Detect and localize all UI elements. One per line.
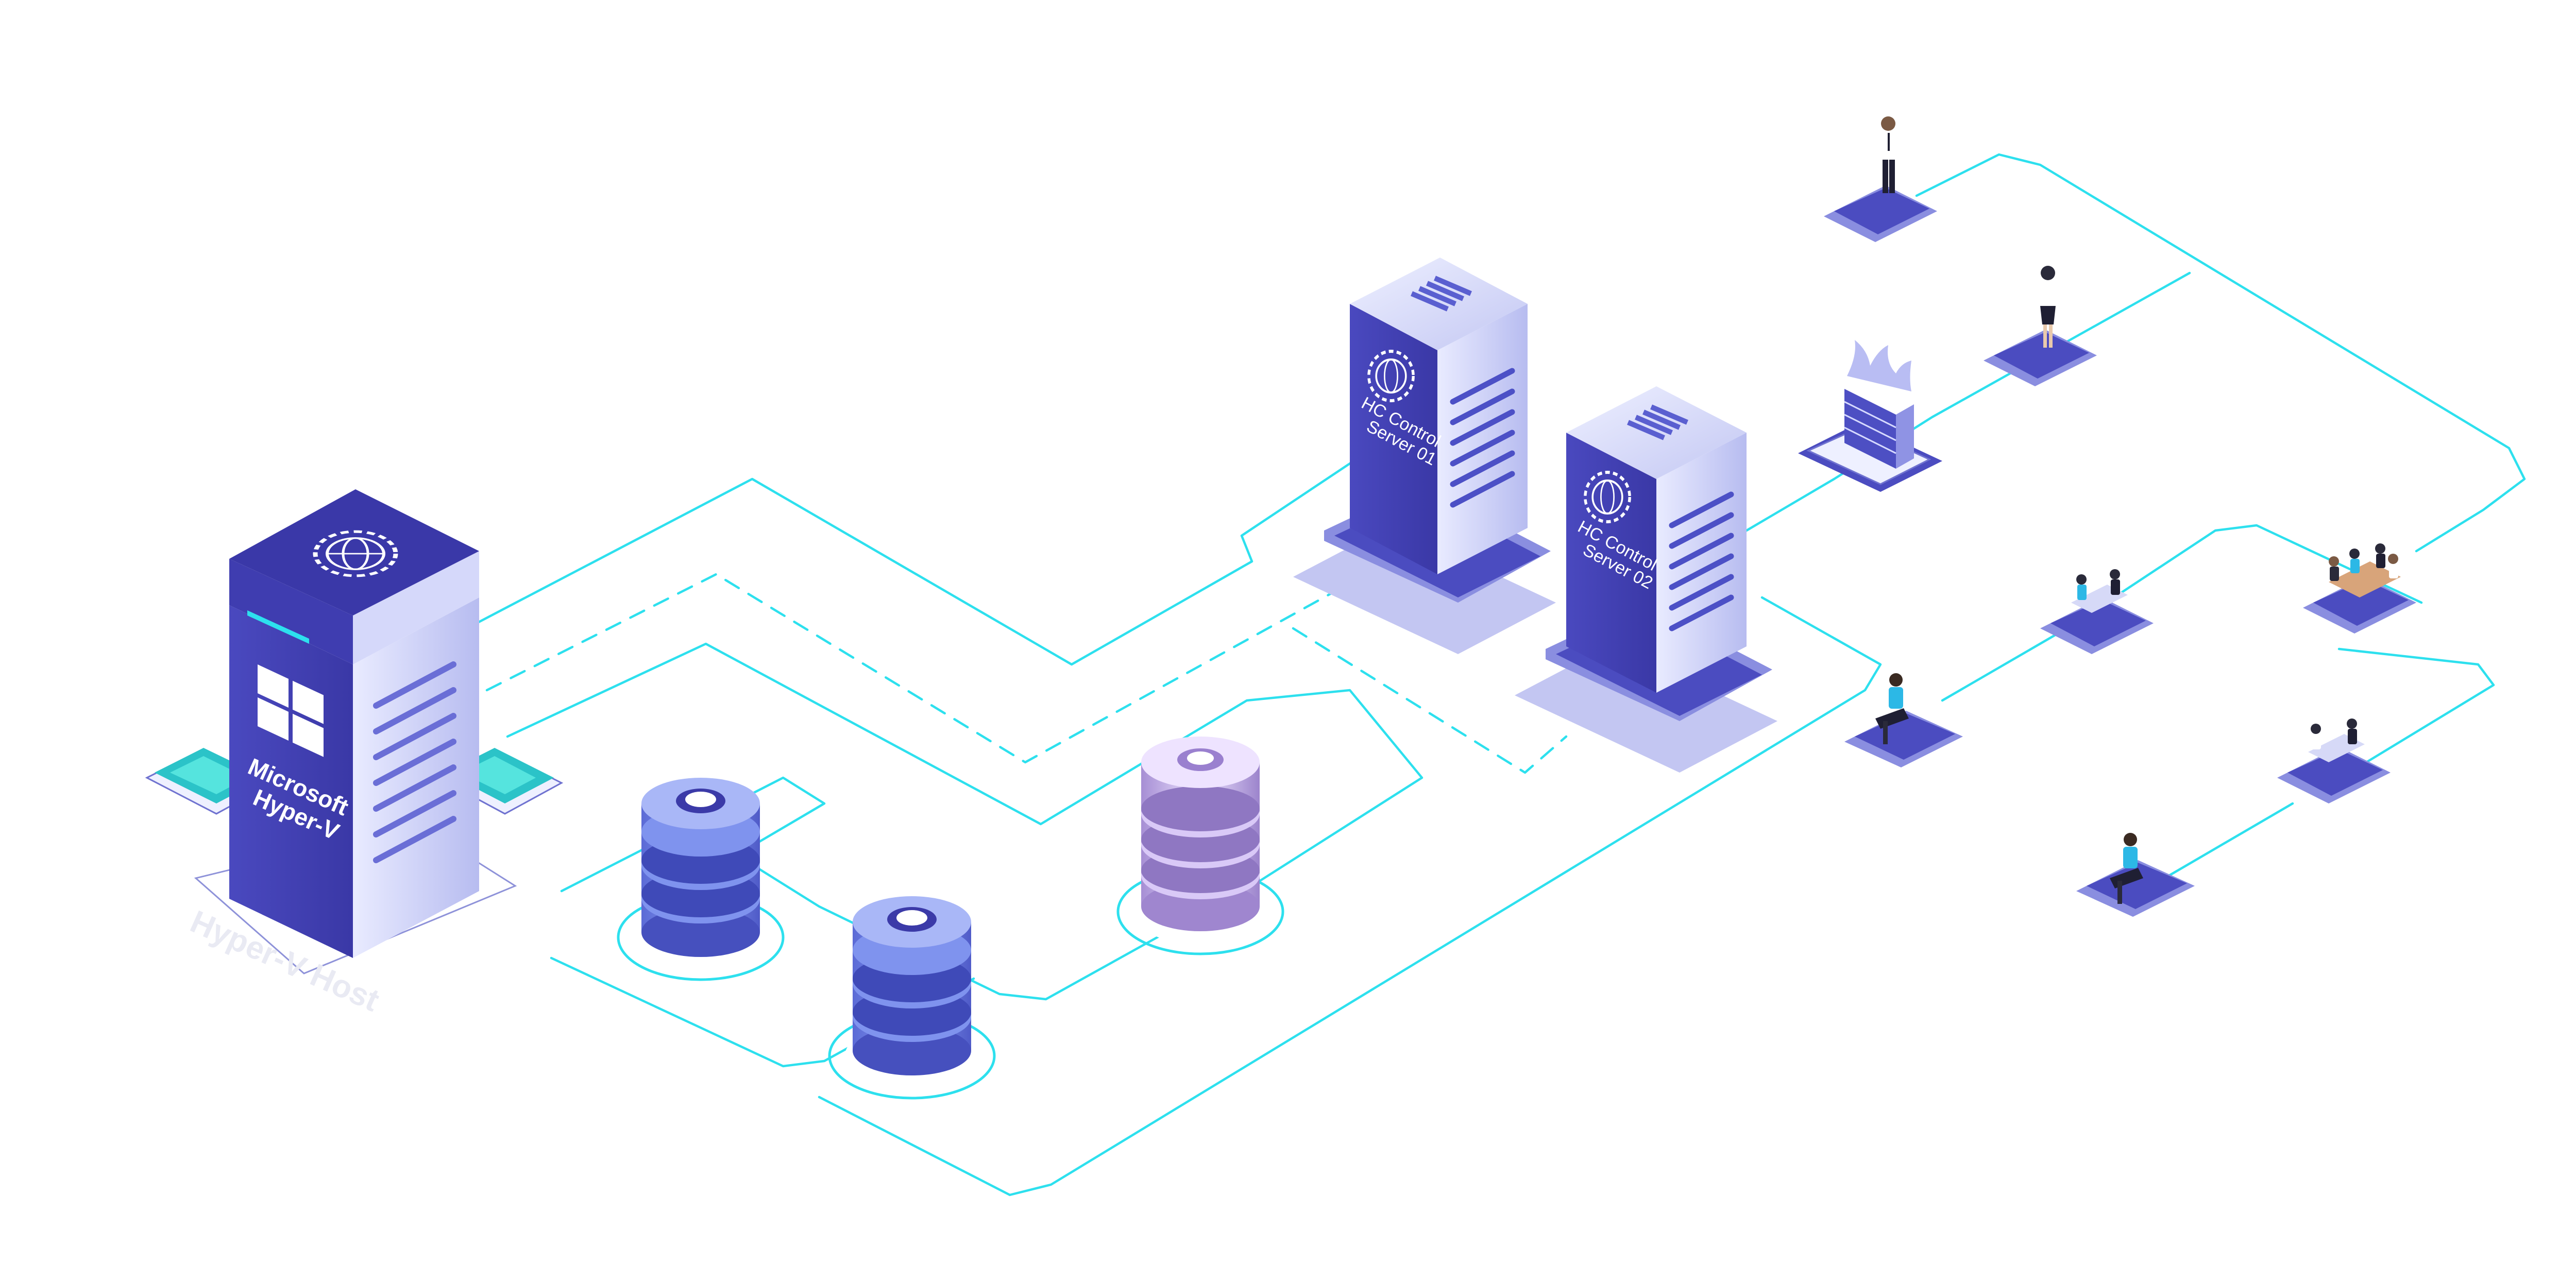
connector-team-branch <box>2337 647 2495 774</box>
user-laptop-2[interactable] <box>2076 833 2195 917</box>
team-at-desk-icon <box>2071 569 2128 613</box>
connector-bottom-loop <box>818 596 1882 1196</box>
team-at-desk-icon <box>2308 718 2365 762</box>
laptop-user-icon <box>1875 673 1909 744</box>
database-3[interactable] <box>1116 737 1284 955</box>
database-icon <box>853 896 971 1075</box>
user-team-desk-2[interactable] <box>2277 718 2391 803</box>
connector-server02-to-firewall <box>1745 271 2191 532</box>
control-server-02[interactable]: HC Control Server 02 <box>1515 386 1777 773</box>
server-01-top-vent <box>1411 276 1472 312</box>
globe-gear-icon <box>313 530 398 577</box>
server-02-top-vent <box>1627 404 1688 440</box>
user-standing-woman[interactable] <box>1984 266 2097 386</box>
database-1[interactable] <box>617 778 785 981</box>
firewall[interactable] <box>1798 340 1942 492</box>
user-standing-man[interactable] <box>1824 116 1937 242</box>
standing-woman-icon <box>2040 266 2056 348</box>
conference-team-icon <box>2329 543 2401 597</box>
connector-laptop2 <box>2167 802 2294 877</box>
user-laptop-1[interactable] <box>1844 673 1963 767</box>
host-vents <box>373 661 456 863</box>
connector-host-to-server01 <box>475 452 1367 666</box>
server-01-vents <box>1450 368 1515 508</box>
connector-server01-dashed <box>1292 627 1568 774</box>
globe-gear-icon <box>1584 471 1631 523</box>
standing-man-icon <box>1881 116 1895 193</box>
connector-db-loop <box>560 776 1187 1001</box>
user-team-desk-1[interactable] <box>2040 569 2154 654</box>
windows-logo-icon <box>258 664 324 757</box>
connector-bus <box>1941 524 2423 702</box>
connector-host-to-db3 <box>506 642 1423 887</box>
control-server-01[interactable]: HC Control Server 01 <box>1293 258 1556 654</box>
globe-gear-icon <box>1367 350 1415 402</box>
connector-host-dashed <box>485 570 1372 764</box>
connector-right-loop <box>1915 153 2526 553</box>
database-icon <box>1141 737 1260 931</box>
user-conference-team[interactable] <box>2303 543 2416 634</box>
hyperv-host[interactable]: Hyper-V Host <box>145 489 564 1019</box>
database-2[interactable] <box>828 896 996 1100</box>
laptop-user-icon <box>2110 833 2143 904</box>
database-icon <box>641 778 760 957</box>
server-02-vents <box>1669 491 1734 631</box>
brick-firewall-icon <box>1844 340 1914 469</box>
